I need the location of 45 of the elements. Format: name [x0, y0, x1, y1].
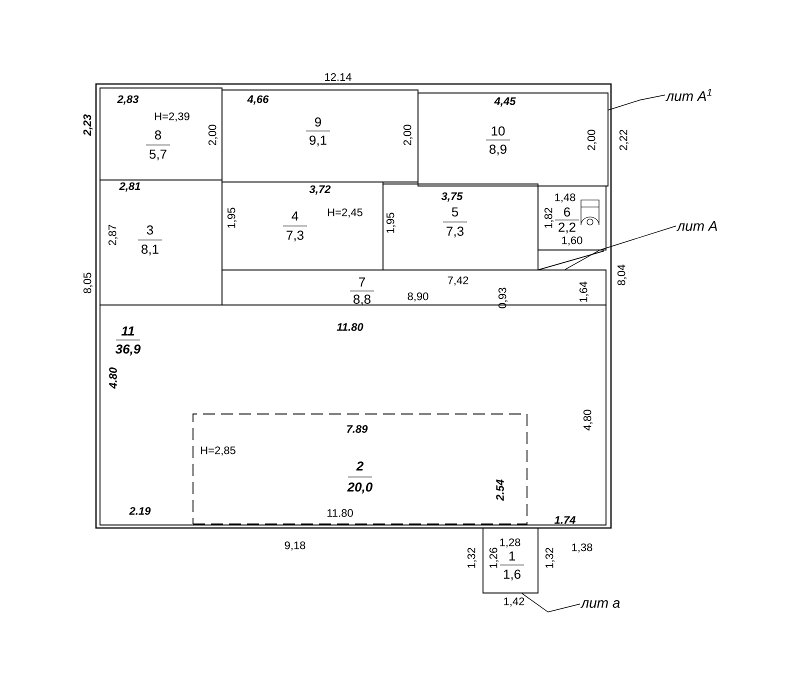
dimension-label: 8,04: [617, 264, 627, 286]
dimension-label: 1,32: [467, 548, 477, 568]
dimension-label: 1,38: [572, 543, 592, 553]
dimension-label: 1,48: [555, 193, 576, 203]
dimension-label: 1,60: [562, 236, 582, 246]
dimension-label: H=2,45: [328, 208, 362, 218]
dimension-label: 1,95: [386, 212, 396, 233]
dimension-label: 2.19: [129, 507, 151, 515]
dimension-label: 1,32: [545, 548, 555, 568]
dimension-label: 2,22: [619, 130, 629, 150]
leader-text: лит А$^{1}$: [666, 88, 712, 102]
dimension-label: 8,90: [408, 292, 428, 302]
dimension-label: 9,18: [284, 541, 306, 551]
leader-line: [522, 593, 580, 612]
dimension-label: 7.89: [347, 425, 368, 433]
dimension-label: 1.74: [554, 516, 576, 524]
dimension-label: 2.54: [496, 479, 504, 501]
dimension-label: 2,00: [208, 124, 218, 146]
dimension-label: 2,81: [119, 182, 140, 192]
dimension-label: H=2,39: [155, 112, 190, 122]
dimension-label: 4,66: [247, 95, 269, 105]
dimension-label: 4,80: [583, 410, 593, 430]
dimension-label: 1,82: [544, 208, 554, 228]
dimension-label: 2,87: [108, 224, 118, 246]
dimension-label: 1,95: [227, 208, 237, 228]
dimension-label: 11.80: [336, 323, 364, 331]
dimension-label: 3,72: [309, 185, 331, 195]
dimension-label: 4,45: [494, 97, 516, 107]
dimension-label: 4.80: [109, 367, 117, 389]
leader-line: [608, 94, 666, 110]
leader-line: [564, 226, 676, 270]
leader-text: лит а: [580, 600, 620, 608]
dimension-label: 2,83: [117, 95, 139, 105]
dimension-label: 1,28: [500, 538, 520, 548]
dimension-label: 1,64: [579, 282, 589, 302]
dimension-label: 2,00: [403, 124, 413, 146]
dimension-label: 2,00: [587, 130, 597, 150]
dimension-label: 11.80: [327, 509, 353, 517]
dimension-label: H=2,85: [201, 446, 236, 456]
leader-text: лит А: [676, 221, 718, 231]
dimension-label: 1,42: [504, 597, 524, 607]
dimension-label: 3,75: [441, 192, 463, 202]
dimension-label: 0,93: [498, 288, 508, 308]
dimension-label: 7,42: [448, 276, 468, 286]
dimension-label: 1,26: [489, 548, 499, 568]
